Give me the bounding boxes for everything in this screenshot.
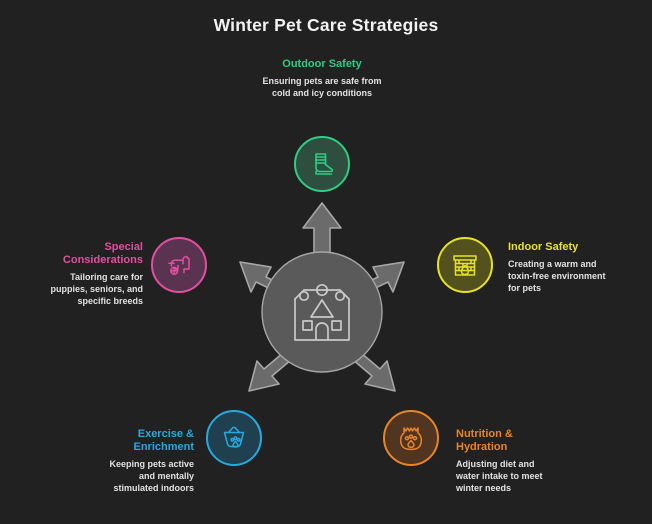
- exercise-enrichment-description: Keeping pets active and mentally stimula…: [109, 459, 194, 493]
- dog-wheelchair-icon: [164, 250, 194, 280]
- special-considerations-icon-circle[interactable]: [151, 237, 207, 293]
- nutrition-hydration-label-block: Nutrition & Hydration Adjusting diet and…: [456, 428, 556, 494]
- exercise-enrichment-icon-circle[interactable]: [206, 410, 262, 466]
- nutrition-hydration-heading: Nutrition & Hydration: [456, 428, 513, 453]
- house-shelter-icon: [294, 283, 350, 341]
- indoor-safety-description: Creating a warm and toxin-free environme…: [508, 259, 606, 293]
- fireplace-icon: [450, 250, 480, 280]
- indoor-safety-label-block: Indoor Safety Creating a warm and toxin-…: [508, 241, 608, 294]
- indoor-safety-heading: Indoor Safety: [508, 241, 579, 253]
- outdoor-safety-heading: Outdoor Safety: [282, 58, 362, 70]
- boot-icon: [307, 149, 337, 179]
- outdoor-safety-description: Ensuring pets are safe from cold and icy…: [262, 76, 382, 98]
- exercise-enrichment-label-block: Exercise & Enrichment Keeping pets activ…: [94, 428, 194, 494]
- center-hub-circle: [261, 251, 383, 373]
- page-title: Winter Pet Care Strategies: [213, 15, 439, 35]
- exercise-enrichment-heading: Exercise & Enrichment: [133, 428, 194, 453]
- indoor-safety-icon-circle[interactable]: [437, 237, 493, 293]
- nutrition-hydration-icon-circle[interactable]: [383, 410, 439, 466]
- food-bag-icon: [396, 423, 426, 453]
- outdoor-safety-icon-circle[interactable]: [294, 136, 350, 192]
- special-considerations-heading: Special Considerations: [62, 241, 143, 266]
- toy-basket-paw-icon: [219, 423, 249, 453]
- special-considerations-label-block: Special Considerations Tailoring care fo…: [43, 241, 143, 307]
- nutrition-hydration-description: Adjusting diet and water intake to meet …: [456, 459, 543, 493]
- outdoor-safety-label-block: Outdoor Safety Ensuring pets are safe fr…: [252, 58, 392, 99]
- special-considerations-description: Tailoring care for puppies, seniors, and…: [50, 272, 143, 306]
